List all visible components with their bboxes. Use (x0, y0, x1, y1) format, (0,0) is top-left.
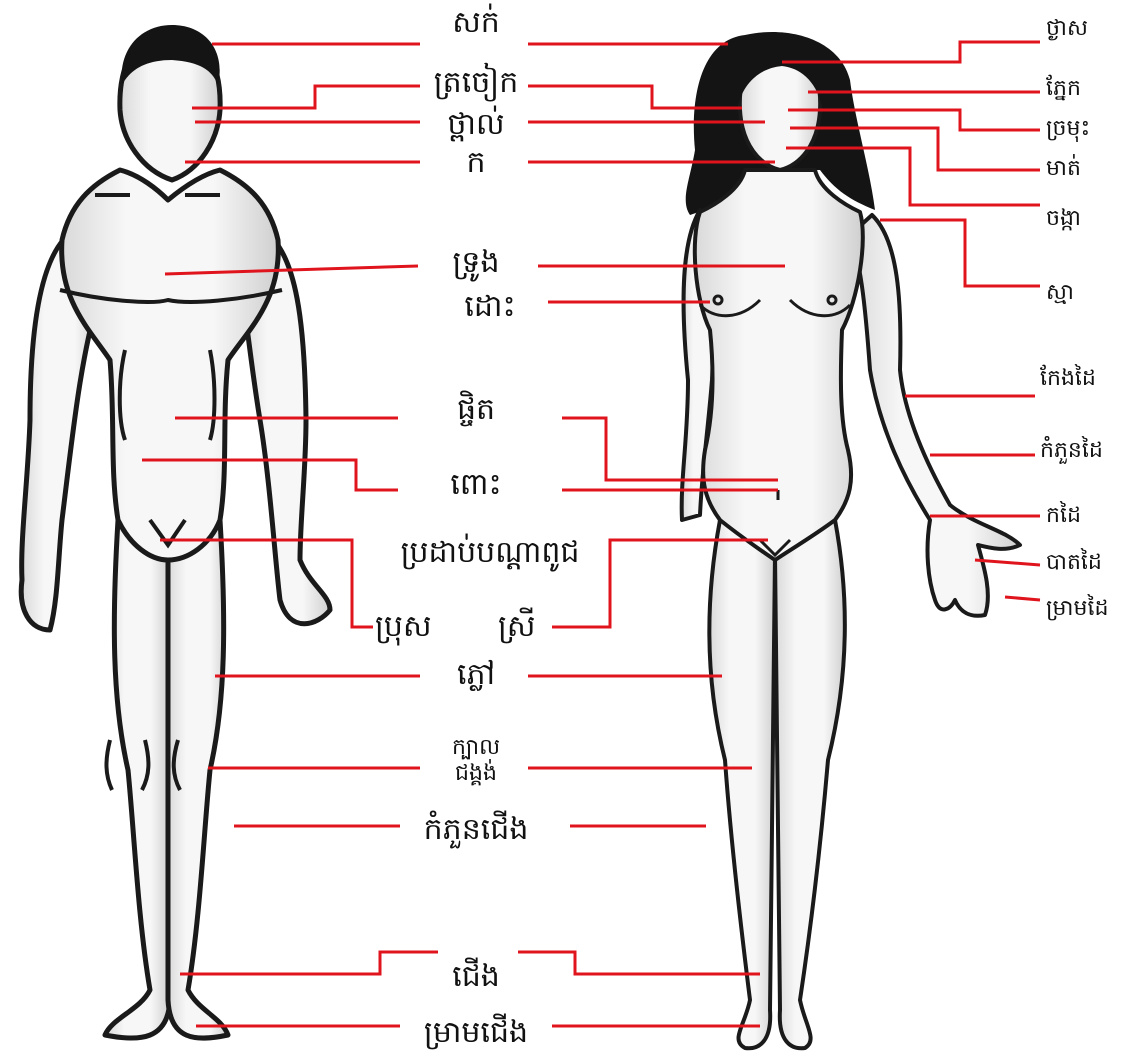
label-kneecap-line1: ក្បាល (452, 735, 500, 761)
label-fingers: ម្រាមដៃ (1046, 598, 1108, 620)
label-cheek: ថ្ពាល់ (447, 110, 504, 140)
label-thigh: ភ្លៅ (457, 660, 495, 690)
leader-ear (192, 86, 420, 108)
label-hair: សក់ (452, 8, 500, 38)
label-chin: ចង្កា (1046, 208, 1081, 230)
label-genitals: ប្រដាប់បណ្ដាពូជ (401, 538, 580, 568)
label-male: ប្រុស (375, 612, 432, 642)
label-shin: កំភួនជើង (424, 815, 529, 845)
label-eye: ភ្នែក (1046, 78, 1081, 100)
label-palm: បាតដៃ (1046, 552, 1102, 574)
label-ear: ត្រចៀក (434, 68, 519, 98)
label-shoulder: ស្មា (1046, 282, 1074, 304)
label-neck: ក (466, 148, 485, 178)
leader-shoulder (880, 220, 1040, 286)
label-forearm: កំភួនដៃ (1040, 440, 1103, 462)
label-forehead: ថ្ងាស (1046, 18, 1088, 40)
label-navel: ផ្ចិត (457, 395, 495, 425)
label-chest: ទ្រូង (452, 248, 499, 278)
label-kneecap: ក្បាល ជង្គង់ (452, 735, 500, 787)
label-kneecap-line2: ជង្គង់ (452, 761, 500, 787)
label-nose: ច្រមុះ (1046, 118, 1090, 140)
leader-fingers (1005, 597, 1040, 600)
leader-leg (180, 952, 438, 974)
label-leg: ជើង (452, 962, 500, 992)
leader-leg-f (518, 952, 760, 974)
label-belly: ពោះ (450, 470, 501, 500)
label-breast: ដោះ (464, 292, 515, 322)
label-mouth: មាត់ (1046, 158, 1081, 180)
label-toes: ម្រាមជើង (424, 1018, 528, 1048)
label-wrist: កដៃ (1046, 505, 1081, 527)
label-female: ស្រី (498, 612, 536, 642)
label-elbow: កែងដៃ (1040, 368, 1096, 390)
